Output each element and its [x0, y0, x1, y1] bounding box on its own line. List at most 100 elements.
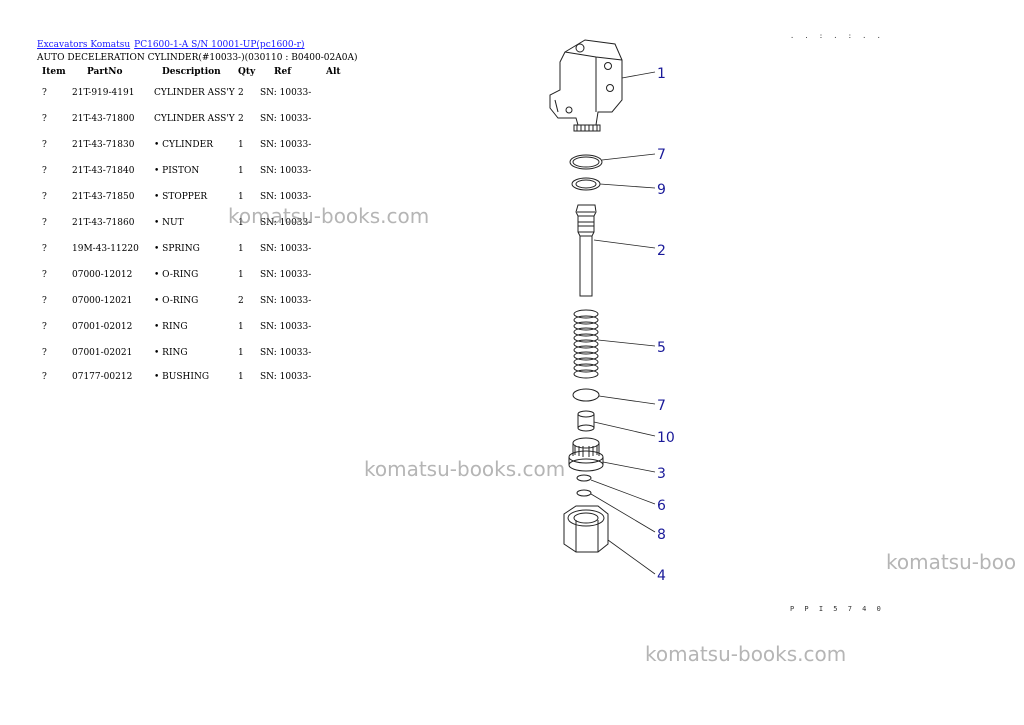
callout-5: 5	[657, 340, 666, 356]
cell-qty: 1	[238, 371, 244, 382]
header-alt: Alt	[326, 67, 341, 77]
valve-body-part	[549, 39, 623, 132]
cell-item: ?	[42, 244, 47, 254]
cell-qty: 1	[238, 140, 244, 150]
spring-part	[573, 309, 599, 379]
callout-7: 7	[657, 147, 666, 163]
header-qty: Qty	[238, 67, 256, 77]
cell-ref: SN: 10033-	[260, 244, 312, 254]
cell-item: ?	[42, 371, 47, 382]
cell-qty: 2	[238, 296, 244, 306]
header-item: Item	[42, 67, 66, 77]
table-row: ? 07000-12012 • O-RING 1 SN: 10033-	[37, 262, 346, 288]
cell-alt	[326, 158, 346, 184]
cell-description: • PISTON	[154, 166, 200, 176]
cell-alt	[326, 132, 346, 158]
cell-partno: 07177-00212	[72, 371, 133, 382]
cell-partno: 07000-12021	[72, 296, 133, 306]
cell-ref: SN: 10033-	[260, 371, 312, 382]
callout-8: 8	[657, 527, 666, 543]
cell-description: • BUSHING	[154, 371, 210, 382]
cell-partno: 21T-43-71840	[72, 166, 135, 176]
cell-item: ?	[42, 166, 47, 176]
cell-qty: 1	[238, 244, 244, 254]
cell-description: CYLINDER ASS'Y	[154, 114, 235, 124]
header-ref: Ref	[274, 67, 292, 77]
watermark: komatsu-books.com	[364, 457, 566, 481]
table-row: ? 21T-919-4191 CYLINDER ASS'Y 2 SN: 1003…	[37, 80, 346, 106]
cell-qty: 1	[238, 218, 244, 228]
o-ring-inner	[572, 156, 600, 168]
cell-partno: 07001-02012	[72, 322, 133, 332]
cell-partno: 21T-43-71860	[72, 218, 135, 228]
cell-ref: SN: 10033-	[260, 296, 312, 306]
figure-code: P P I 5 7 4 0	[790, 605, 884, 613]
cell-qty: 1	[238, 322, 244, 332]
piston-part	[575, 204, 597, 297]
cell-description: • SPRING	[154, 244, 200, 254]
cell-qty: 2	[238, 88, 244, 98]
cell-alt	[326, 314, 346, 340]
parts-table: Item PartNo Description Qty Ref Alt ? 21…	[37, 64, 346, 387]
leader-lines	[590, 71, 656, 575]
bushing-part	[577, 410, 595, 432]
cell-ref: SN: 10033-	[260, 348, 312, 358]
parts-diagram: 1 7 9 2 5 7 10 3 6 8 4	[549, 39, 675, 584]
cell-partno: 07000-12012	[72, 270, 133, 280]
cell-ref: SN: 10033-	[260, 114, 312, 124]
cell-alt	[326, 288, 346, 314]
table-row: ? 07001-02012 • RING 1 SN: 10033-	[37, 314, 346, 340]
o-ring-part	[569, 154, 603, 170]
cell-description: • STOPPER	[154, 192, 208, 202]
table-row: ? 07177-00212 • BUSHING 1 SN: 10033-	[37, 366, 346, 387]
watermark: komatsu-books.com	[645, 642, 847, 666]
cell-item: ?	[42, 192, 47, 202]
cell-alt	[326, 236, 346, 262]
header-partno: PartNo	[87, 67, 123, 77]
ring-small-part	[576, 489, 592, 497]
cell-description: • O-RING	[154, 270, 199, 280]
breadcrumb-link-category[interactable]: Excavators Komatsu	[37, 40, 131, 50]
cell-qty: 1	[238, 348, 244, 358]
table-row: ? 07000-12021 • O-RING 2 SN: 10033-	[37, 288, 346, 314]
callout-10: 10	[657, 430, 675, 446]
cell-description: • NUT	[154, 218, 184, 228]
nut-part	[563, 505, 609, 553]
breadcrumb-link-model[interactable]: PC1600-1-A S/N 10001-UP(pc1600-r)	[134, 40, 305, 50]
corner-mark: . . : . : . .	[790, 32, 884, 40]
cell-qty: 1	[238, 270, 244, 280]
o-ring-part-2	[572, 388, 600, 402]
cell-alt	[326, 210, 346, 236]
callout-9: 9	[657, 182, 666, 198]
cell-qty: 2	[238, 114, 244, 124]
cell-partno: 21T-919-4191	[72, 88, 135, 98]
cell-item: ?	[42, 140, 47, 150]
callout-3: 3	[657, 466, 666, 482]
callout-7b: 7	[657, 398, 666, 414]
table-row: ? 21T-43-71800 CYLINDER ASS'Y 2 SN: 1003…	[37, 106, 346, 132]
cell-alt	[326, 262, 346, 288]
callout-numbers: 1 7 9 2 5 7 10 3 6 8 4	[657, 66, 675, 584]
cell-qty: 1	[238, 166, 244, 176]
cell-alt	[326, 340, 346, 366]
cell-partno: 07001-02021	[72, 348, 133, 358]
cell-alt	[326, 80, 346, 106]
cell-description: • O-RING	[154, 296, 199, 306]
callout-1: 1	[657, 66, 666, 82]
cell-item: ?	[42, 322, 47, 332]
table-row: ? 07001-02021 • RING 1 SN: 10033-	[37, 340, 346, 366]
cell-partno: 21T-43-71830	[72, 140, 135, 150]
cell-ref: SN: 10033-	[260, 88, 312, 98]
table-row: ? 21T-43-71840 • PISTON 1 SN: 10033-	[37, 158, 346, 184]
table-row: ? 21T-43-71860 • NUT 1 SN: 10033-	[37, 210, 346, 236]
o-ring-small-part	[576, 474, 592, 482]
ring-inner	[575, 179, 597, 189]
cell-ref: SN: 10033-	[260, 270, 312, 280]
callout-2: 2	[657, 243, 666, 259]
stopper-part	[568, 437, 604, 472]
cell-ref: SN: 10033-	[260, 166, 312, 176]
page-title: AUTO DECELERATION CYLINDER(#10033-)(0301…	[37, 53, 358, 63]
diagram-parts	[549, 39, 623, 553]
callout-6: 6	[657, 498, 666, 514]
